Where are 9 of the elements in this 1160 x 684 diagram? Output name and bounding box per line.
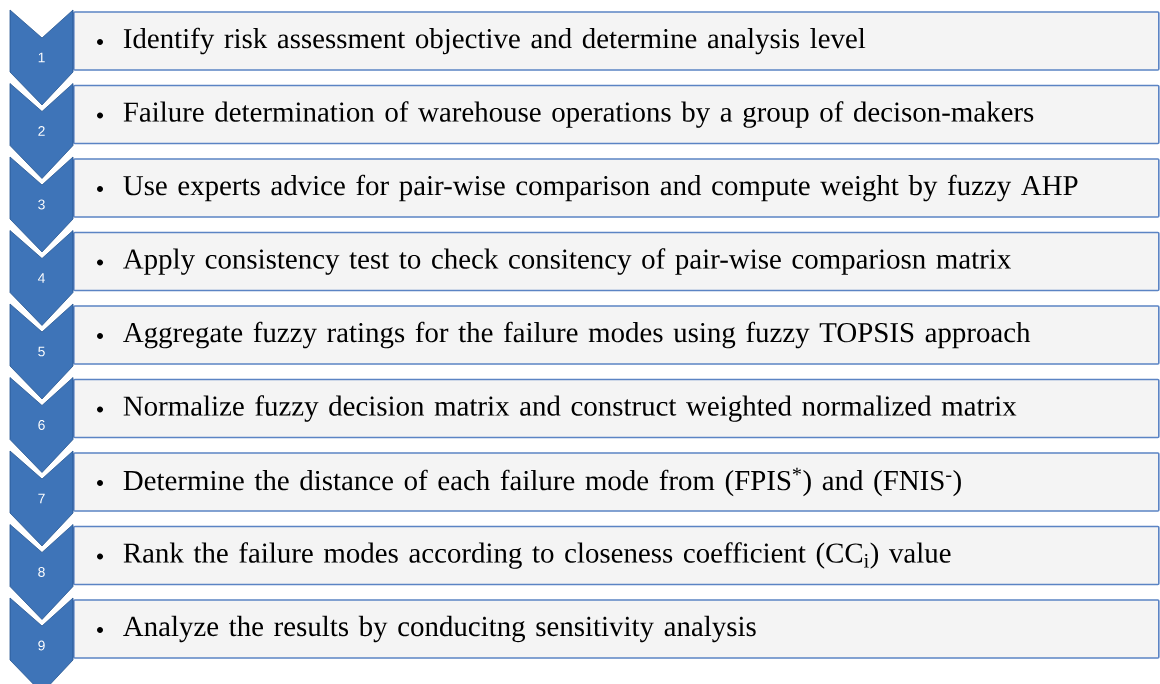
step-box: Analyze the results by conducitng sensitivity analysis [73, 599, 1160, 659]
step-box: Failure determination of warehouse operations by a group of decison-makers [73, 84, 1160, 145]
step-box: Use experts advice for pair-wise comparison and compute weight by fuzzy AHP [73, 158, 1160, 218]
step-box: Rank the failure modes according to closeness coefficient (CC$_{i}$) value [73, 525, 1160, 586]
step-box: Aggregate fuzzy ratings for the failure modes using fuzzy TOPSIS approach [73, 305, 1160, 365]
step-box: Identify risk assessment objective and determine analysis level [73, 11, 1160, 71]
step-box: Normalize fuzzy decision matrix and construct weighted normalized matrix [73, 378, 1160, 439]
step-box: Determine the distance of each failure mode from (FPIS$^{*}$) and (FNIS$^{-}$) [73, 452, 1160, 512]
step-box: Apply consistency test to check consitency of pair-wise compariosn matrix [73, 231, 1160, 292]
